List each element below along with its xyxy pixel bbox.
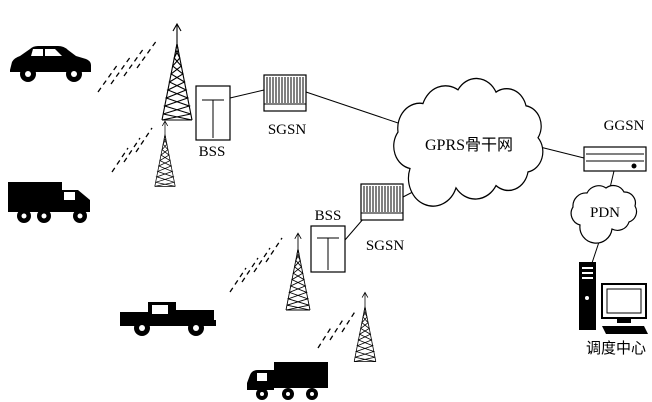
link-bss1-sgsn1 — [229, 89, 265, 99]
sgsn-rack-icon-1 — [263, 74, 307, 112]
pdn-cloud: PDN — [570, 184, 638, 244]
bss1-label: BSS — [199, 144, 226, 160]
sgsn-rack-icon-2 — [360, 183, 404, 221]
radio-signal-3 — [229, 237, 283, 293]
ggsn-label: GGSN — [604, 118, 645, 134]
radio-tower-icon-3 — [285, 232, 311, 311]
link-bss2-sgsn2 — [344, 217, 365, 241]
radio-tower-icon-4 — [353, 292, 377, 362]
delivery-truck-icon — [247, 362, 328, 400]
radio-signal-1 — [97, 39, 158, 93]
radio-tower-icon-1 — [161, 23, 193, 121]
link-sgsn1-backbone — [305, 91, 411, 128]
bss-cabinet-icon-1 — [195, 85, 231, 141]
bss-cabinet-icon-2 — [310, 225, 346, 273]
radio-tower-icon-2 — [154, 120, 176, 187]
dispatch-center-label: 调度中心 — [586, 340, 646, 357]
radio-signal-4 — [317, 309, 357, 349]
bss2-label: BSS — [315, 208, 342, 224]
link-backbone-ggsn — [539, 146, 585, 159]
car-icon — [10, 46, 91, 82]
backbone-cloud-label: GPRS骨干网 — [425, 137, 513, 154]
pdn-cloud-label: PDN — [590, 205, 620, 221]
radio-signal-2 — [111, 127, 153, 173]
box-truck-icon — [8, 182, 90, 223]
pickup-truck-icon — [120, 302, 216, 336]
sgsn2-label: SGSN — [366, 238, 405, 254]
sgsn1-label: SGSN — [268, 122, 307, 138]
dispatch-computer-icon — [579, 262, 648, 334]
ggsn-server-icon — [583, 146, 647, 172]
gprs-backbone-cloud: GPRS骨干网 — [393, 77, 544, 207]
